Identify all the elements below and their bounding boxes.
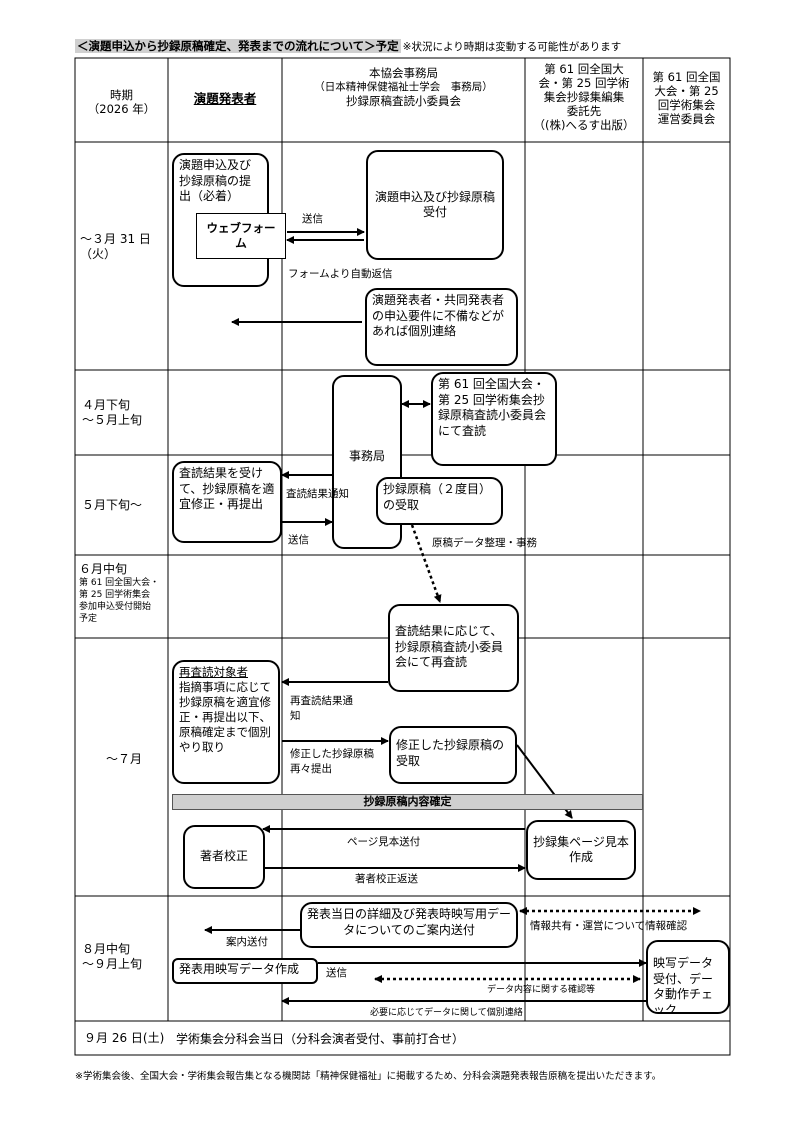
period-1: ～３月 31 日 （火） — [80, 232, 151, 262]
revised-receive-text: 修正した抄録原稿の受取 — [396, 738, 505, 768]
period-5: ～７月 — [106, 752, 142, 767]
guide-box-text: 発表当日の詳細及び発表時映写用データについてのご案内送付 — [307, 907, 512, 937]
label-resubmit: 修正した抄録原稿再々提出 — [290, 747, 374, 777]
label-rereview-notice: 再査読結果通知 — [290, 694, 360, 724]
column-publisher-l4: 委託先 — [566, 104, 602, 118]
column-committee-l2: 大会・第 25 — [654, 84, 719, 98]
data-check-box: 映写データ受付、データ動作チェック — [646, 940, 730, 1014]
period-6: ８月中旬 ～９月上旬 — [82, 942, 142, 972]
label-auto-reply: フォームより自動返信 — [288, 268, 393, 280]
submit-box-text: 演題申込及び抄録原稿の提出（必着） — [179, 158, 252, 203]
period-2-start: ４月下旬 — [82, 398, 131, 412]
column-period-title: 時期 — [110, 88, 133, 102]
guide-box: 発表当日の詳細及び発表時映写用データについてのご案内送付 — [300, 902, 518, 948]
period-6-end: ～９月上旬 — [82, 957, 143, 971]
label-send: 送信 — [302, 213, 323, 225]
page-title: ＜演題申込から抄録原稿確定、発表までの流れについて＞予定 — [75, 39, 401, 53]
label-data-confirm: データ内容に関する確認等 — [487, 985, 596, 995]
period-4-date: ６月中旬 — [79, 562, 128, 576]
label-individual: 必要に応じてデータに関して個別連絡 — [370, 1008, 523, 1018]
column-office: 本協会事務局 （日本精神保健福祉士学会 事務局） 抄録原稿査読小委員会 — [282, 66, 525, 108]
column-publisher: 第 61 回全国大 会・第 25 回学術 集会抄録集編集 委託先 （(株)へるす… — [525, 62, 643, 132]
receive-box-text: 演題申込及び抄録原稿受付 — [374, 189, 495, 220]
period-3-text: ５月下旬～ — [82, 498, 143, 512]
rereview-target-box: 再査読対象者 指摘事項に応じて抄録原稿を適宜修正・再提出以下、原稿確定まで個別や… — [172, 660, 280, 784]
label-result-notice: 査読結果通知 — [286, 488, 349, 500]
period-6-start: ８月中旬 — [82, 942, 131, 956]
make-data-text: 発表用映写データ作成 — [179, 962, 300, 976]
period-4-note2: 第 25 回学術集会 — [79, 590, 151, 600]
review-box: 第 61 回全国大会・第 25 回学術集会抄録原稿査読小委員会にて査読 — [431, 372, 557, 466]
column-office-title: 本協会事務局 — [369, 66, 438, 80]
column-publisher-l3: 集会抄録集編集 — [543, 90, 625, 104]
period-3: ５月下旬～ — [82, 498, 142, 513]
rereview-box: 査読結果に応じて、抄録原稿査読小委員会にて再査読 — [388, 604, 519, 692]
rereview-box-text: 査読結果に応じて、抄録原稿査読小委員会にて再査読 — [395, 624, 504, 669]
proof-page-box: 抄録集ページ見本作成 — [526, 820, 636, 880]
period-2-end: ～５月上旬 — [82, 413, 143, 427]
period-2: ４月下旬 ～５月上旬 — [82, 398, 142, 428]
rereview-target-title: 再査読対象者 — [179, 665, 248, 679]
column-period-year: （2026 年） — [87, 102, 156, 116]
column-office-committee: 抄録原稿査読小委員会 — [346, 94, 461, 108]
label-send3: 送信 — [326, 967, 347, 979]
office-box-text: 事務局 — [348, 448, 385, 463]
proof-page-text: 抄録集ページ見本作成 — [533, 834, 629, 865]
period-7: ９月 26 日(土) — [84, 1031, 164, 1046]
webform-box: ウェブフォーム — [196, 213, 286, 259]
event-day: 学術集会分科会当日（分科会演者受付、事前打合せ） — [176, 1032, 465, 1046]
column-publisher-l5: （(株)へるす出版） — [533, 118, 635, 132]
column-presenter-title: 演題発表者 — [193, 91, 257, 106]
period-5-text: ～７月 — [106, 752, 143, 766]
label-rereview-notice-text: 再査読結果通知 — [290, 695, 353, 722]
column-committee-l3: 回学術集会 — [657, 98, 716, 112]
deficiency-box-text: 演題発表者・共同発表者の申込要件に不備などがあれば個別連絡 — [372, 293, 505, 338]
rereview-target-body: 指摘事項に応じて抄録原稿を適宜修正・再提出以下、原稿確定まで個別やり取り — [179, 680, 271, 754]
title-note: ※状況により時期は変動する可能性があります — [402, 41, 622, 53]
deficiency-box: 演題発表者・共同発表者の申込要件に不備などがあれば個別連絡 — [365, 288, 518, 366]
receive2-box: 抄録原稿（２度目）の受取 — [376, 477, 503, 525]
label-proof-return: 著者校正返送 — [355, 873, 418, 885]
column-office-sub: （日本精神保健福祉士学会 事務局） — [314, 81, 493, 93]
review-box-text: 第 61 回全国大会・第 25 回学術集会抄録原稿査読小委員会にて査読 — [438, 377, 547, 438]
label-info-share: 情報共有・運営について情報確認 — [530, 920, 688, 932]
period-4-note4: 予定 — [79, 614, 98, 624]
column-committee: 第 61 回全国 大会・第 25 回学術集会 運営委員会 — [643, 70, 730, 126]
submit-box: 演題申込及び抄録原稿の提出（必着） — [172, 153, 269, 287]
column-committee-l1: 第 61 回全国 — [652, 70, 721, 84]
period-7-text: ９月 26 日(土) — [84, 1031, 165, 1045]
label-guide-send: 案内送付 — [226, 936, 268, 948]
column-publisher-l1: 第 61 回全国大 — [544, 62, 624, 76]
author-proof-text: 著者校正 — [199, 849, 248, 864]
webform-text: ウェブフォーム — [206, 220, 276, 251]
label-page-send: ページ見本送付 — [347, 836, 421, 848]
period-4: ６月中旬 第 61 回全国大会・ 第 25 回学術集会 参加申込受付開始 予定 — [79, 562, 159, 625]
make-data-box: 発表用映写データ作成 — [172, 958, 318, 984]
content-confirmed-banner: 抄録原稿内容確定 — [172, 794, 643, 810]
footer-note: ※学術集会後、全国大会・学術集会報告集となる機関誌「精神保健福祉」に掲載するため… — [75, 1071, 662, 1082]
receive2-box-text: 抄録原稿（２度目）の受取 — [383, 482, 492, 512]
revise-box: 査読結果を受けて、抄録原稿を適宜修正・再提出 — [172, 461, 282, 543]
label-data-arrange: 原稿データ整理・事務 — [432, 537, 537, 549]
period-4-note1: 第 61 回全国大会・ — [79, 578, 160, 588]
period-1-date: ～３月 31 日 — [80, 232, 151, 246]
period-4-note3: 参加申込受付開始 — [79, 602, 152, 612]
label-resubmit-text: 修正した抄録原稿再々提出 — [290, 748, 374, 775]
column-presenter: 演題発表者 — [168, 92, 282, 106]
author-proof-box: 著者校正 — [183, 825, 265, 889]
revised-receive-box: 修正した抄録原稿の受取 — [389, 726, 517, 784]
label-send2: 送信 — [288, 534, 309, 546]
title-row: ＜演題申込から抄録原稿確定、発表までの流れについて＞予定※状況により時期は変動す… — [75, 38, 621, 54]
column-period: 時期 （2026 年） — [75, 88, 168, 116]
column-publisher-l2: 会・第 25 回学術 — [538, 76, 630, 90]
column-committee-l4: 運営委員会 — [657, 112, 716, 126]
data-check-text: 映写データ受付、データ動作チェック — [653, 956, 714, 1014]
receive-box: 演題申込及び抄録原稿受付 — [366, 150, 504, 260]
revise-box-text: 査読結果を受けて、抄録原稿を適宜修正・再提出 — [179, 466, 275, 511]
period-1-day: （火） — [80, 247, 117, 261]
